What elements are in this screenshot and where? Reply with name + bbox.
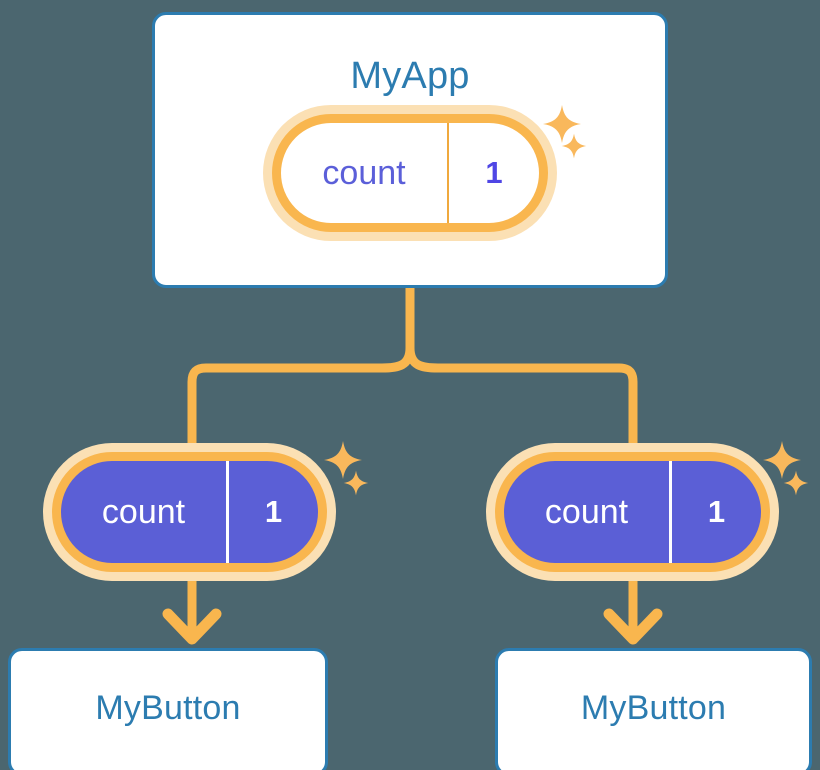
- sparkle-right-small-icon: [783, 470, 809, 496]
- sparkle-root-icon: [543, 105, 581, 143]
- state-pill-root[interactable]: count 1: [272, 114, 548, 232]
- sparkle-left-small-icon: [343, 470, 369, 496]
- sparkle-root-small-icon: [561, 133, 587, 159]
- state-pill-left-key: count: [61, 461, 229, 563]
- component-card-mybutton-right[interactable]: MyButton: [495, 648, 812, 770]
- component-card-mybutton-left[interactable]: MyButton: [8, 648, 328, 770]
- connector-branch-left: [187, 347, 415, 462]
- state-pill-right[interactable]: count 1: [495, 452, 770, 572]
- state-pill-right-value: 1: [707, 494, 726, 529]
- state-pill-root-value: 1: [485, 155, 503, 190]
- state-pill-root-key: count: [281, 123, 449, 223]
- state-pill-left-value: 1: [264, 494, 283, 529]
- sparkle-right-icon: [763, 441, 801, 479]
- component-title-mybutton-right: MyButton: [580, 689, 727, 727]
- state-pill-right-key: count: [504, 461, 672, 563]
- component-title-myapp: MyApp: [350, 55, 470, 97]
- connector-branch-right: [405, 347, 638, 462]
- sparkle-left-icon: [324, 441, 362, 479]
- arrow-head-right: [603, 608, 663, 645]
- state-pill-left[interactable]: count 1: [52, 452, 327, 572]
- arrow-head-left: [162, 608, 222, 645]
- component-title-mybutton-left: MyButton: [95, 689, 241, 727]
